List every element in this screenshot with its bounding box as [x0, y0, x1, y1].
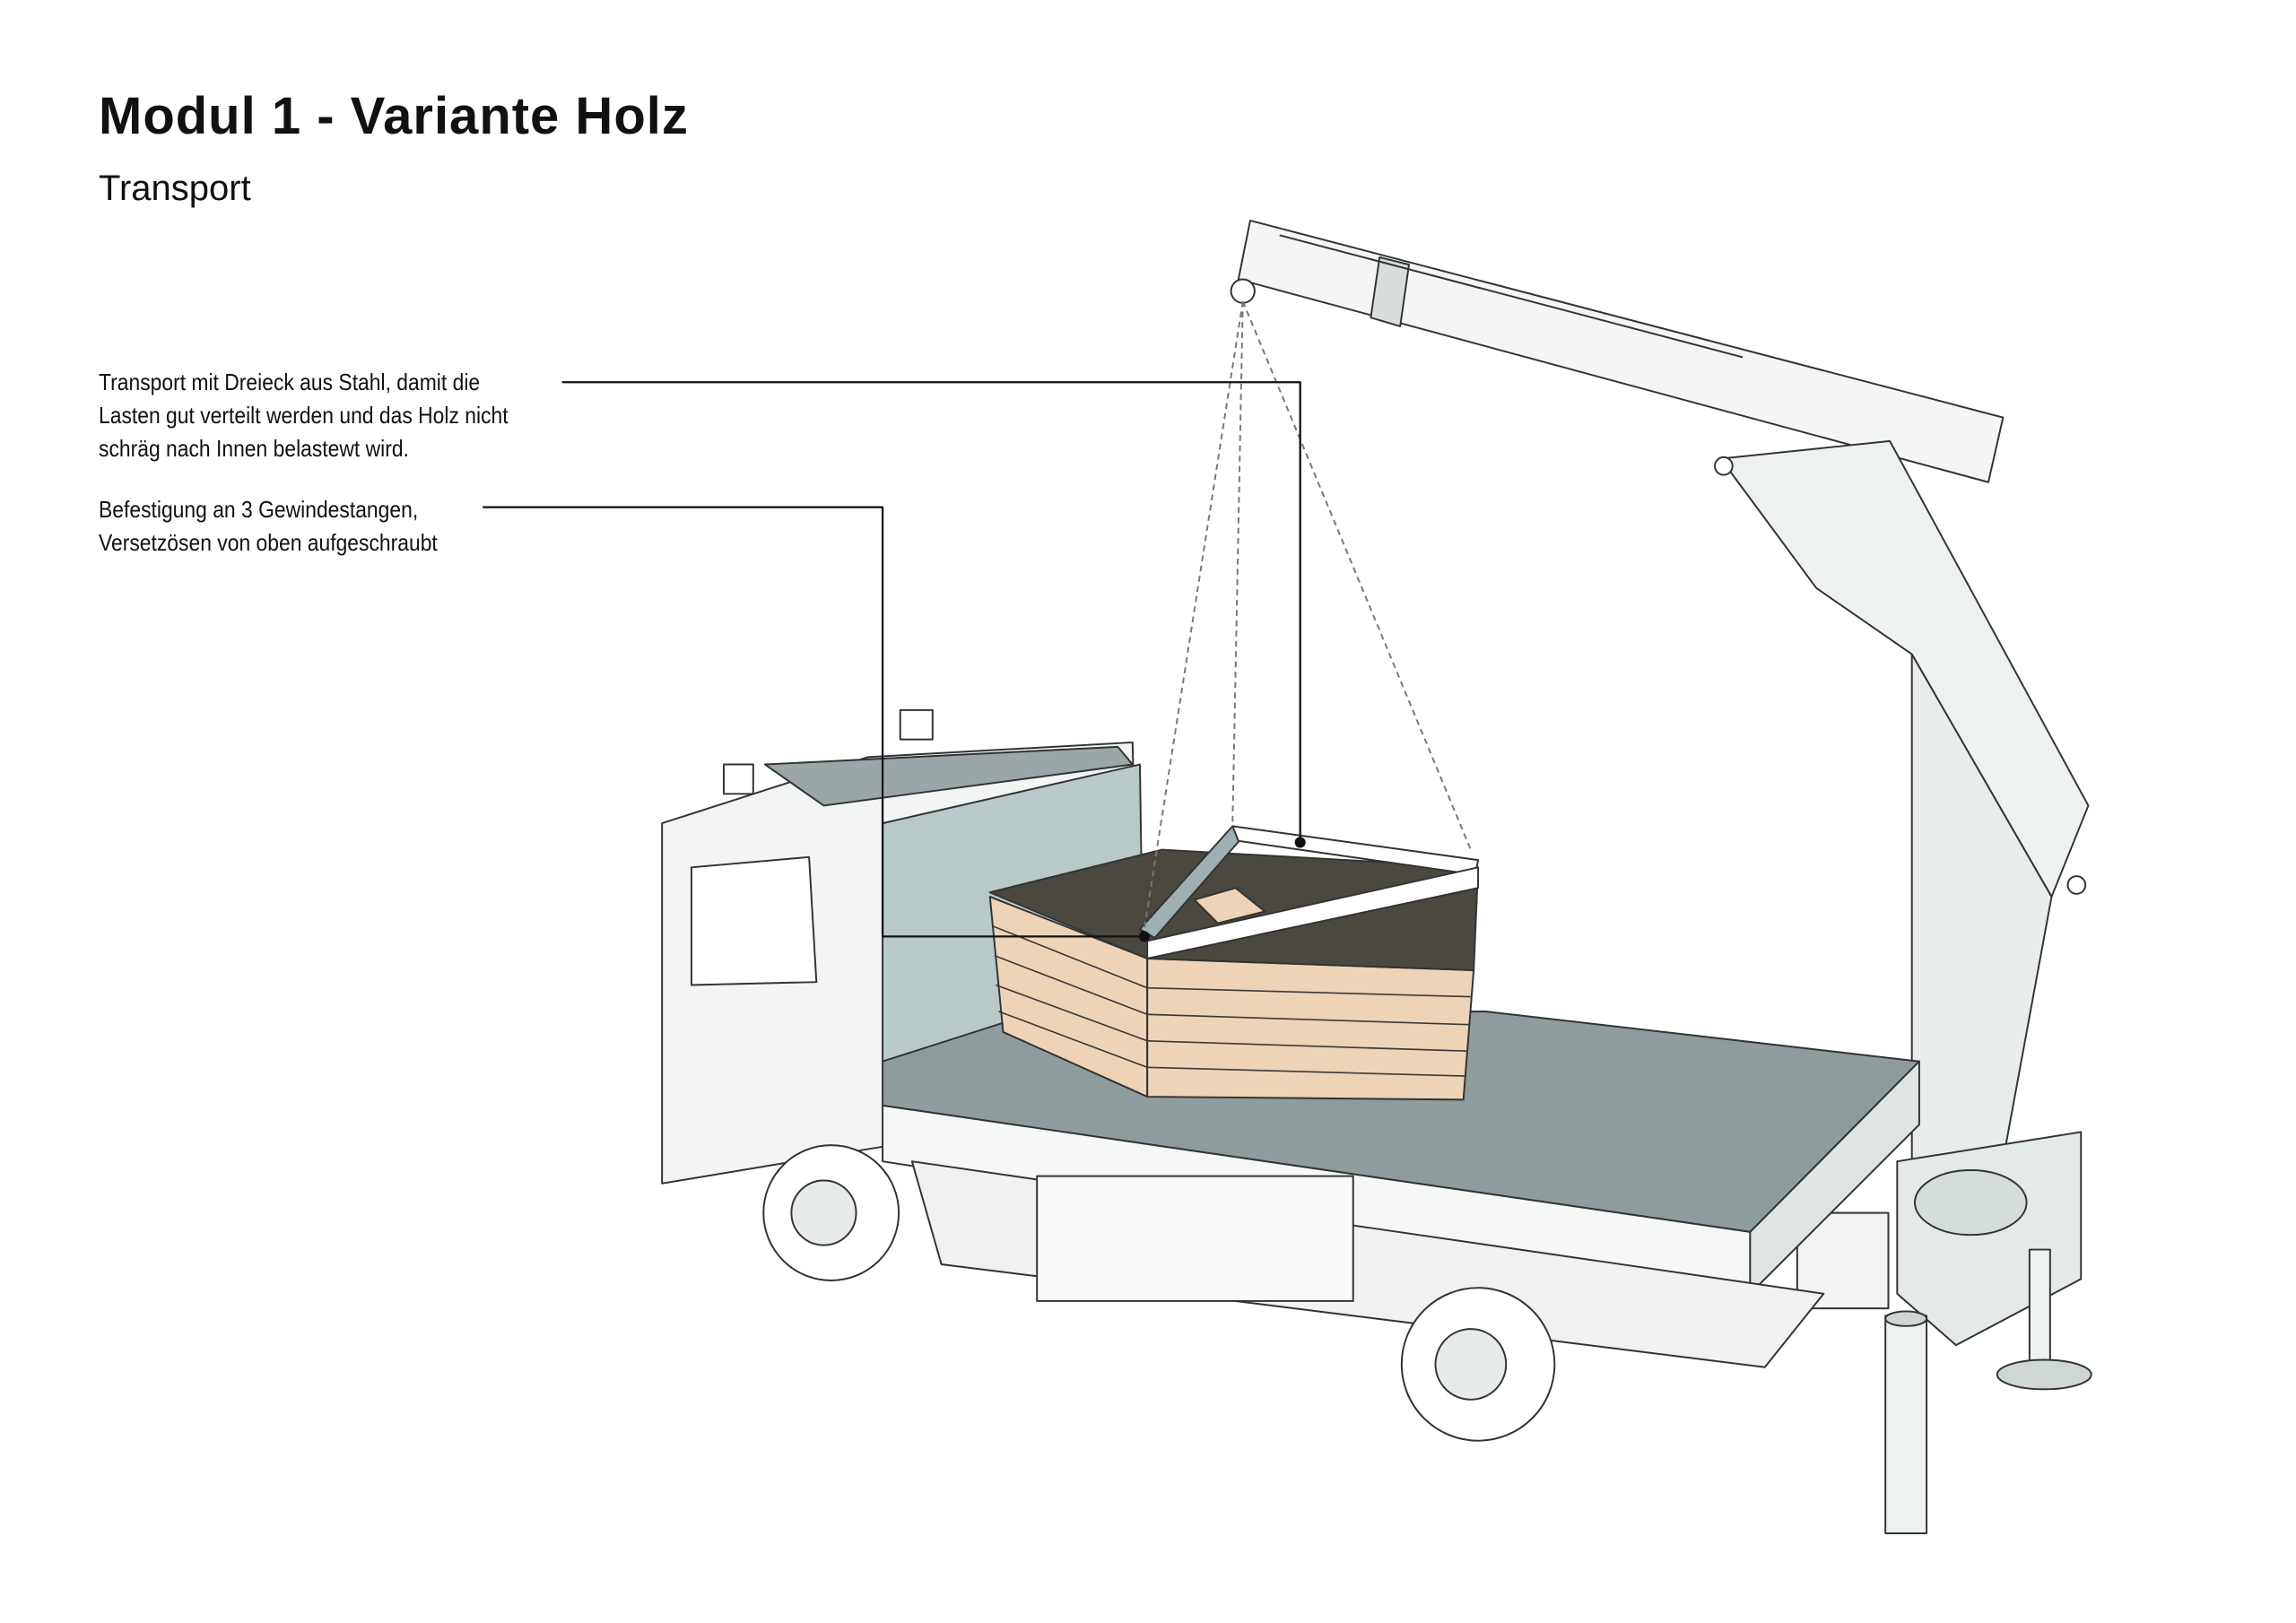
- annotation-steel-triangle: Transport mit Dreieck aus Stahl, damit d…: [99, 366, 509, 465]
- crane-boom: [1230, 219, 2005, 483]
- annotation-line: schräg nach Innen belastewt wird.: [99, 435, 409, 462]
- truck-bed: [882, 1010, 1920, 1368]
- leader-line-steel-triangle: [561, 381, 1301, 843]
- page-subtitle: Transport: [99, 169, 251, 208]
- annotation-line: Transport mit Dreieck aus Stahl, damit d…: [99, 369, 481, 395]
- leader-line-threaded-rods: [483, 506, 1144, 938]
- annotation-threaded-rods: Befestigung an 3 Gewindestangen, Versetz…: [99, 493, 438, 560]
- leader-lines: [483, 381, 1306, 942]
- wooden-module: [988, 848, 1480, 1101]
- chains: [1143, 300, 1472, 930]
- page-title: Modul 1 - Variante Holz: [99, 87, 689, 145]
- steel-triangle: [1138, 825, 1480, 959]
- annotation-line: Versetzösen von oben aufgeschraubt: [99, 529, 438, 556]
- crane-arm: [1714, 439, 2092, 1534]
- annotation-line: Befestigung an 3 Gewindestangen,: [99, 496, 419, 523]
- annotation-line: Lasten gut verteilt werden und das Holz …: [99, 402, 509, 429]
- wheels: [762, 1144, 1556, 1442]
